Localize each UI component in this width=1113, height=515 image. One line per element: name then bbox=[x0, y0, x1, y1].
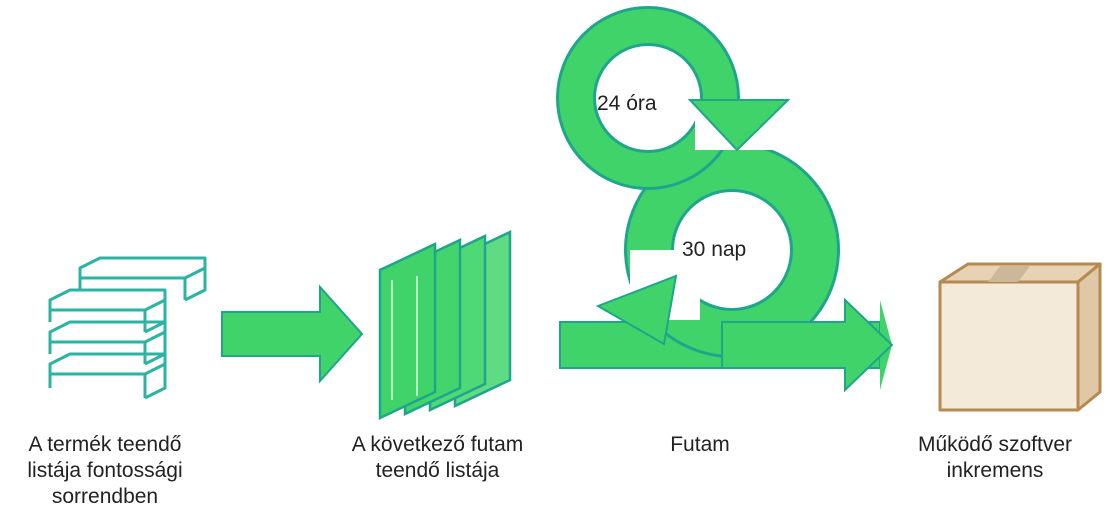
caption-line: listája fontossági bbox=[27, 459, 183, 482]
stacked-panels-icon bbox=[378, 230, 512, 420]
daily-loop-label: 24 óra bbox=[597, 92, 657, 115]
caption-line: A következő futam bbox=[351, 433, 524, 456]
stage-caption-increment: Működő szoftver inkremens bbox=[900, 432, 1090, 484]
caption-line: teendő listája bbox=[375, 459, 500, 482]
flow-arrow-1 bbox=[221, 284, 364, 384]
cycle-arrows-icon: 24 óra 30 nap bbox=[556, 6, 894, 393]
caption-line: Működő szoftver bbox=[917, 433, 1073, 456]
stage-caption-sprint-backlog: A következő futam teendő listája bbox=[325, 432, 550, 484]
caption-line: sorrendben bbox=[51, 485, 159, 508]
stage-caption-product-backlog: A termék teendő listája fontossági sorre… bbox=[10, 432, 200, 510]
caption-line: inkremens bbox=[946, 459, 1044, 482]
caption-line: A termék teendő bbox=[28, 433, 182, 456]
stacked-layers-icon bbox=[48, 256, 207, 400]
caption-line: Futam bbox=[670, 433, 730, 456]
sprint-loop-label: 30 nap bbox=[682, 238, 746, 261]
cardboard-box-icon bbox=[938, 262, 1102, 412]
stage-caption-sprint: Futam bbox=[650, 432, 750, 458]
